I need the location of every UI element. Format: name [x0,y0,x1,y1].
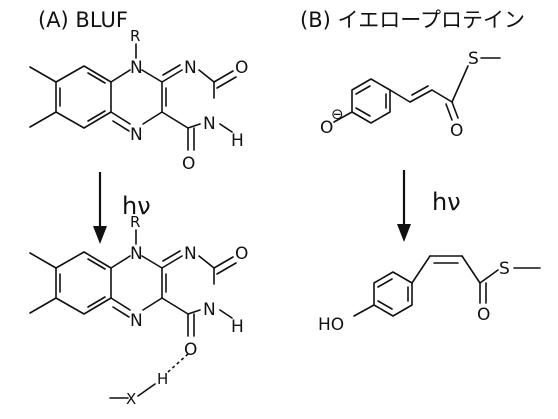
atom-o-carbonyl-bottom: O [477,305,490,325]
atom-n10-bottom: N [130,244,143,264]
panel-b-title: (B) イエロープロテイン [300,8,525,32]
methyl-bond-lower [29,111,57,128]
r-substituent-label-bottom: R [130,213,140,231]
atom-n3: N [203,114,216,134]
atom-s-thioester-bottom: S [499,259,510,279]
charge-minus: ⊖ [331,105,344,123]
atom-n1-bottom: N [184,244,197,264]
atom-n1: N [184,58,197,78]
panel-a-title: (A) BLUF [38,8,128,32]
benzene-ring-bonds [55,65,112,129]
chromophore-cis [353,255,541,317]
chromophore-trans [333,57,501,124]
arrowhead-b [397,224,411,242]
atom-o-phenolate: O [320,118,333,138]
hydrogen-bond-dashed [167,353,189,373]
atom-n5-bottom: N [130,311,143,331]
flavin-dark-state [29,43,237,151]
atom-h3: H [231,131,244,151]
flavin-light-state [29,229,237,399]
atom-n10: N [130,58,143,78]
atom-ho-phenol: HO [318,315,344,335]
atom-x-donor: X [126,390,136,408]
phenyl-ring-top [351,78,391,124]
atom-s-thioester: S [468,49,479,69]
atom-n5: N [130,125,143,145]
atom-h-donor: H [157,370,168,388]
hv-label-b: hν [432,188,461,216]
atom-o-carbonyl: O [450,121,463,141]
atom-h3-bottom: H [231,317,244,337]
atom-o2: O [235,58,248,78]
r-substituent-label: R [130,27,140,45]
atom-n3-bottom: N [203,300,216,320]
atom-o4: O [182,154,195,174]
phenyl-ring-bottom [373,271,413,317]
methyl-bond-upper [29,66,57,83]
hv-label-a: hν [122,192,151,220]
atom-o4-bottom: O [184,340,197,360]
arrowhead-a [93,226,107,244]
atom-o2-bottom: O [235,244,248,264]
